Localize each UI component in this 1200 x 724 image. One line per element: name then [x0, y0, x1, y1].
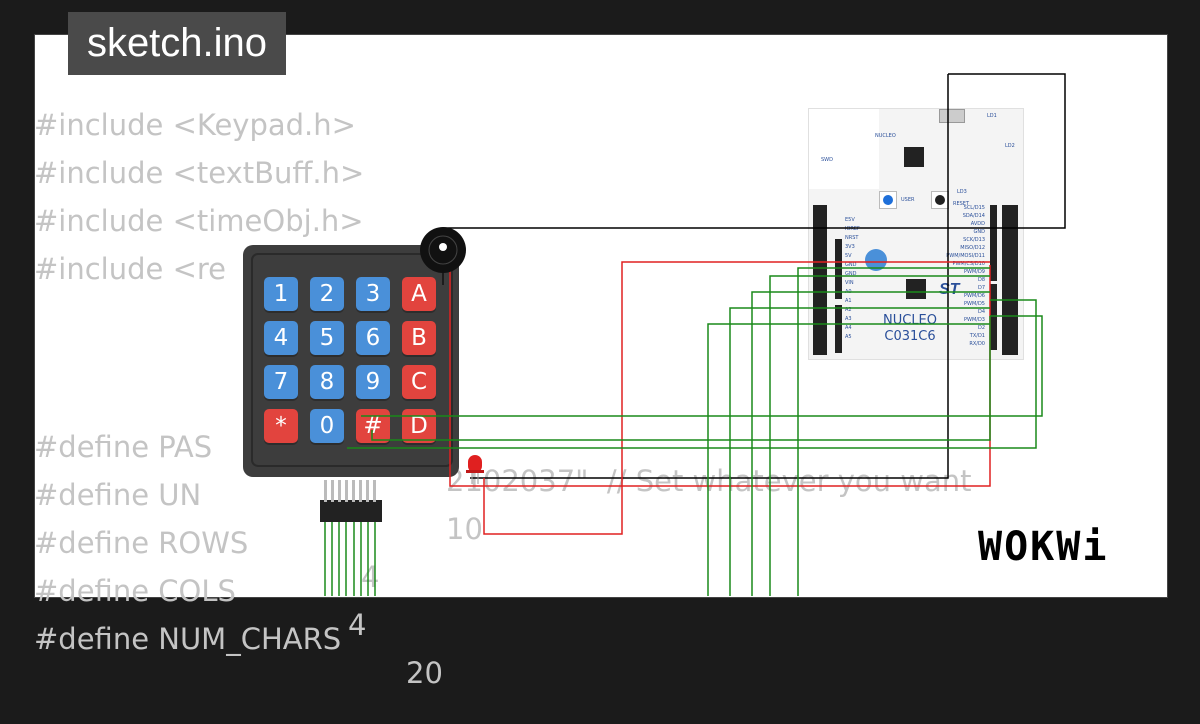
header-power — [835, 239, 842, 299]
ld1-label: LD1 — [987, 113, 997, 119]
piezo-buzzer[interactable] — [420, 227, 466, 285]
programmer-chip — [904, 147, 924, 167]
pin-label: SCL/D15 — [963, 205, 985, 211]
key-*[interactable]: * — [264, 409, 298, 443]
pin-label: A3 — [845, 316, 852, 322]
pin-label: MISO/D12 — [960, 245, 985, 251]
define-value: 20 — [406, 656, 443, 690]
pin-label: A4 — [845, 325, 852, 331]
key-0[interactable]: 0 — [310, 409, 344, 443]
header-analog — [835, 305, 842, 353]
define-name: #define COLS — [34, 574, 236, 608]
wokwi-logo: WOKWi — [978, 524, 1109, 570]
ld2-label: LD2 — [1005, 143, 1015, 149]
define-line: #define ROWS 4 — [34, 492, 379, 628]
pin-label: D4 — [977, 309, 985, 315]
key-8[interactable]: 8 — [310, 365, 344, 399]
define-line: #define UN 10 — [34, 444, 483, 580]
key-6[interactable]: 6 — [356, 321, 390, 355]
pin-label: TX/D1 — [969, 333, 985, 339]
header-cn-right-outer — [1002, 205, 1018, 355]
wiring-canvas — [320, 73, 1066, 596]
key-5[interactable]: 5 — [310, 321, 344, 355]
key-9[interactable]: 9 — [356, 365, 390, 399]
pin-label: PWM/MOSI/D11 — [946, 253, 985, 259]
pin-label: GND — [845, 262, 857, 268]
pin-label: AVDD — [970, 221, 985, 227]
key-3[interactable]: 3 — [356, 277, 390, 311]
pin-label: GND — [973, 229, 985, 235]
pin-label: PWM/CS/D10 — [952, 261, 985, 267]
header-digital-low — [990, 284, 997, 350]
key-A[interactable]: A — [402, 277, 436, 311]
user-button[interactable] — [879, 191, 897, 209]
pin-label: A2 — [845, 307, 852, 313]
define-value: 10 — [446, 512, 483, 546]
pin-label: PWM/D3 — [964, 317, 985, 323]
board-name-line2: C031C6 — [884, 329, 936, 344]
include-line: #include <textBuff.h> — [34, 156, 365, 190]
include-line: #include <timeObj.h> — [34, 204, 364, 238]
reset-button-cap — [935, 195, 945, 205]
pin-label: NRST — [845, 235, 859, 241]
green-wires[interactable] — [324, 267, 1043, 596]
st-logo-icon: ST — [939, 281, 960, 298]
swd-label: SWD — [821, 157, 833, 163]
key-1[interactable]: 1 — [264, 277, 298, 311]
key-2[interactable]: 2 — [310, 277, 344, 311]
reset-label: RESET — [953, 201, 970, 207]
board-cutout — [809, 109, 879, 189]
define-line: #define COLS 4 — [34, 540, 366, 676]
pin-label: A5 — [845, 334, 852, 340]
key-#[interactable]: # — [356, 409, 390, 443]
pin-label: D2 — [977, 325, 985, 331]
red-led[interactable] — [466, 455, 484, 484]
key-4[interactable]: 4 — [264, 321, 298, 355]
wokwi-mascot-icon — [865, 249, 887, 271]
pin-label: E5V — [845, 217, 855, 223]
key-C[interactable]: C — [402, 365, 436, 399]
keypad-connector — [320, 480, 382, 522]
pin-label: SDA/D14 — [962, 213, 985, 219]
pin-label: 3V3 — [845, 244, 855, 250]
pin-label: PWM/D9 — [964, 269, 985, 275]
pin-label: RX/D0 — [969, 341, 985, 347]
pin-label: PWM/D6 — [964, 293, 985, 299]
key-B[interactable]: B — [402, 321, 436, 355]
user-label: USER — [901, 197, 915, 203]
key-7[interactable]: 7 — [264, 365, 298, 399]
pin-label: PWM/D5 — [964, 301, 985, 307]
header-cn-left-outer — [813, 205, 827, 355]
usb-connector — [939, 109, 965, 123]
pin-label: GND — [845, 271, 857, 277]
red-wires[interactable] — [449, 261, 991, 535]
pin-label: SCK/D13 — [963, 237, 985, 243]
define-name: #define UN — [34, 478, 202, 512]
black-wires[interactable] — [443, 73, 1066, 479]
pin-label: A1 — [845, 298, 852, 304]
include-line: #include <re — [34, 252, 227, 286]
mcu-chip — [906, 279, 926, 299]
header-digital-high — [990, 205, 997, 281]
sketch-title-tab[interactable]: sketch.ino — [68, 12, 286, 75]
pin-label: 5V — [845, 253, 852, 259]
reset-button[interactable] — [931, 191, 949, 209]
keypad-face — [251, 253, 453, 467]
user-button-cap — [883, 195, 893, 205]
pin-label: D7 — [977, 285, 985, 291]
include-line: #include <Keypad.h> — [34, 108, 356, 142]
define-name: #define PAS — [34, 430, 213, 464]
pin-label: D8 — [977, 277, 985, 283]
ld3-label: LD3 — [957, 189, 967, 195]
pin-label: VIN — [845, 280, 854, 286]
key-D[interactable]: D — [402, 409, 436, 443]
pin-label: IOREF — [845, 226, 860, 232]
nucleo-small-label: NUCLEO — [875, 133, 896, 139]
define-name: #define ROWS — [34, 526, 249, 560]
